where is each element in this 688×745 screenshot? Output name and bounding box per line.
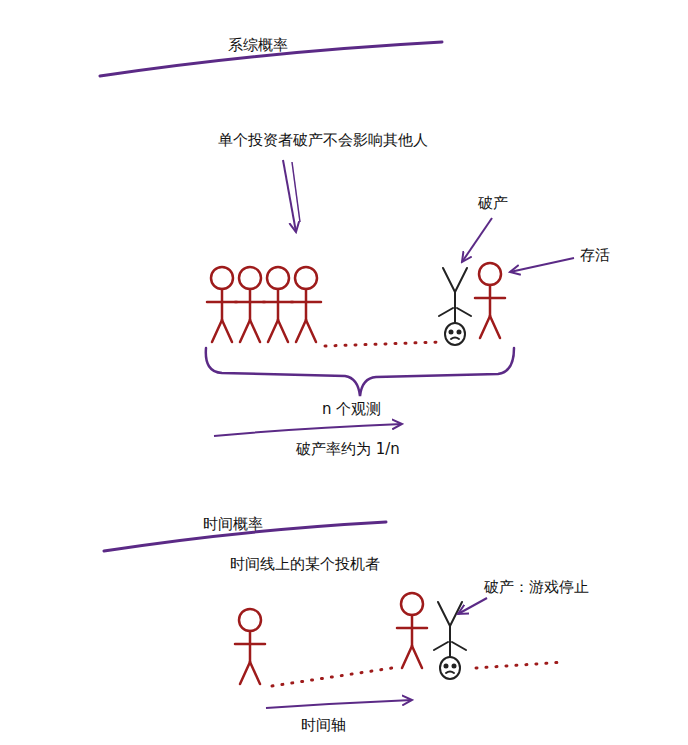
- note: n 个观测: [322, 400, 381, 418]
- speculator-figures: [235, 593, 427, 684]
- pointer-arrow: [283, 160, 296, 232]
- note: 破产率约为 1/n: [296, 440, 400, 458]
- dotted-line: [476, 662, 565, 668]
- leader-arrow: [458, 598, 487, 614]
- note: 单个投资者破产不会影响其他人: [218, 131, 428, 149]
- dotted-line: [325, 342, 440, 346]
- bankrupt-figure: [439, 268, 471, 345]
- bankrupt-figure: [434, 602, 466, 679]
- section-heading: 系综概率: [228, 36, 288, 54]
- callout: 破产：游戏停止: [484, 578, 589, 596]
- pointer-arrow: [292, 162, 300, 222]
- leader-arrow: [510, 258, 574, 272]
- brace: [206, 348, 514, 396]
- section-heading: 时间概率: [203, 515, 263, 533]
- callout: 破产: [478, 194, 508, 212]
- time-axis-arrow: [266, 700, 412, 708]
- callout: 存活: [580, 246, 610, 264]
- dotted-line: [272, 668, 392, 686]
- arrow: [214, 424, 402, 436]
- leader-arrow: [462, 218, 492, 262]
- note: 时间线上的某个投机者: [230, 555, 380, 573]
- axis-label: 时间轴: [301, 716, 346, 734]
